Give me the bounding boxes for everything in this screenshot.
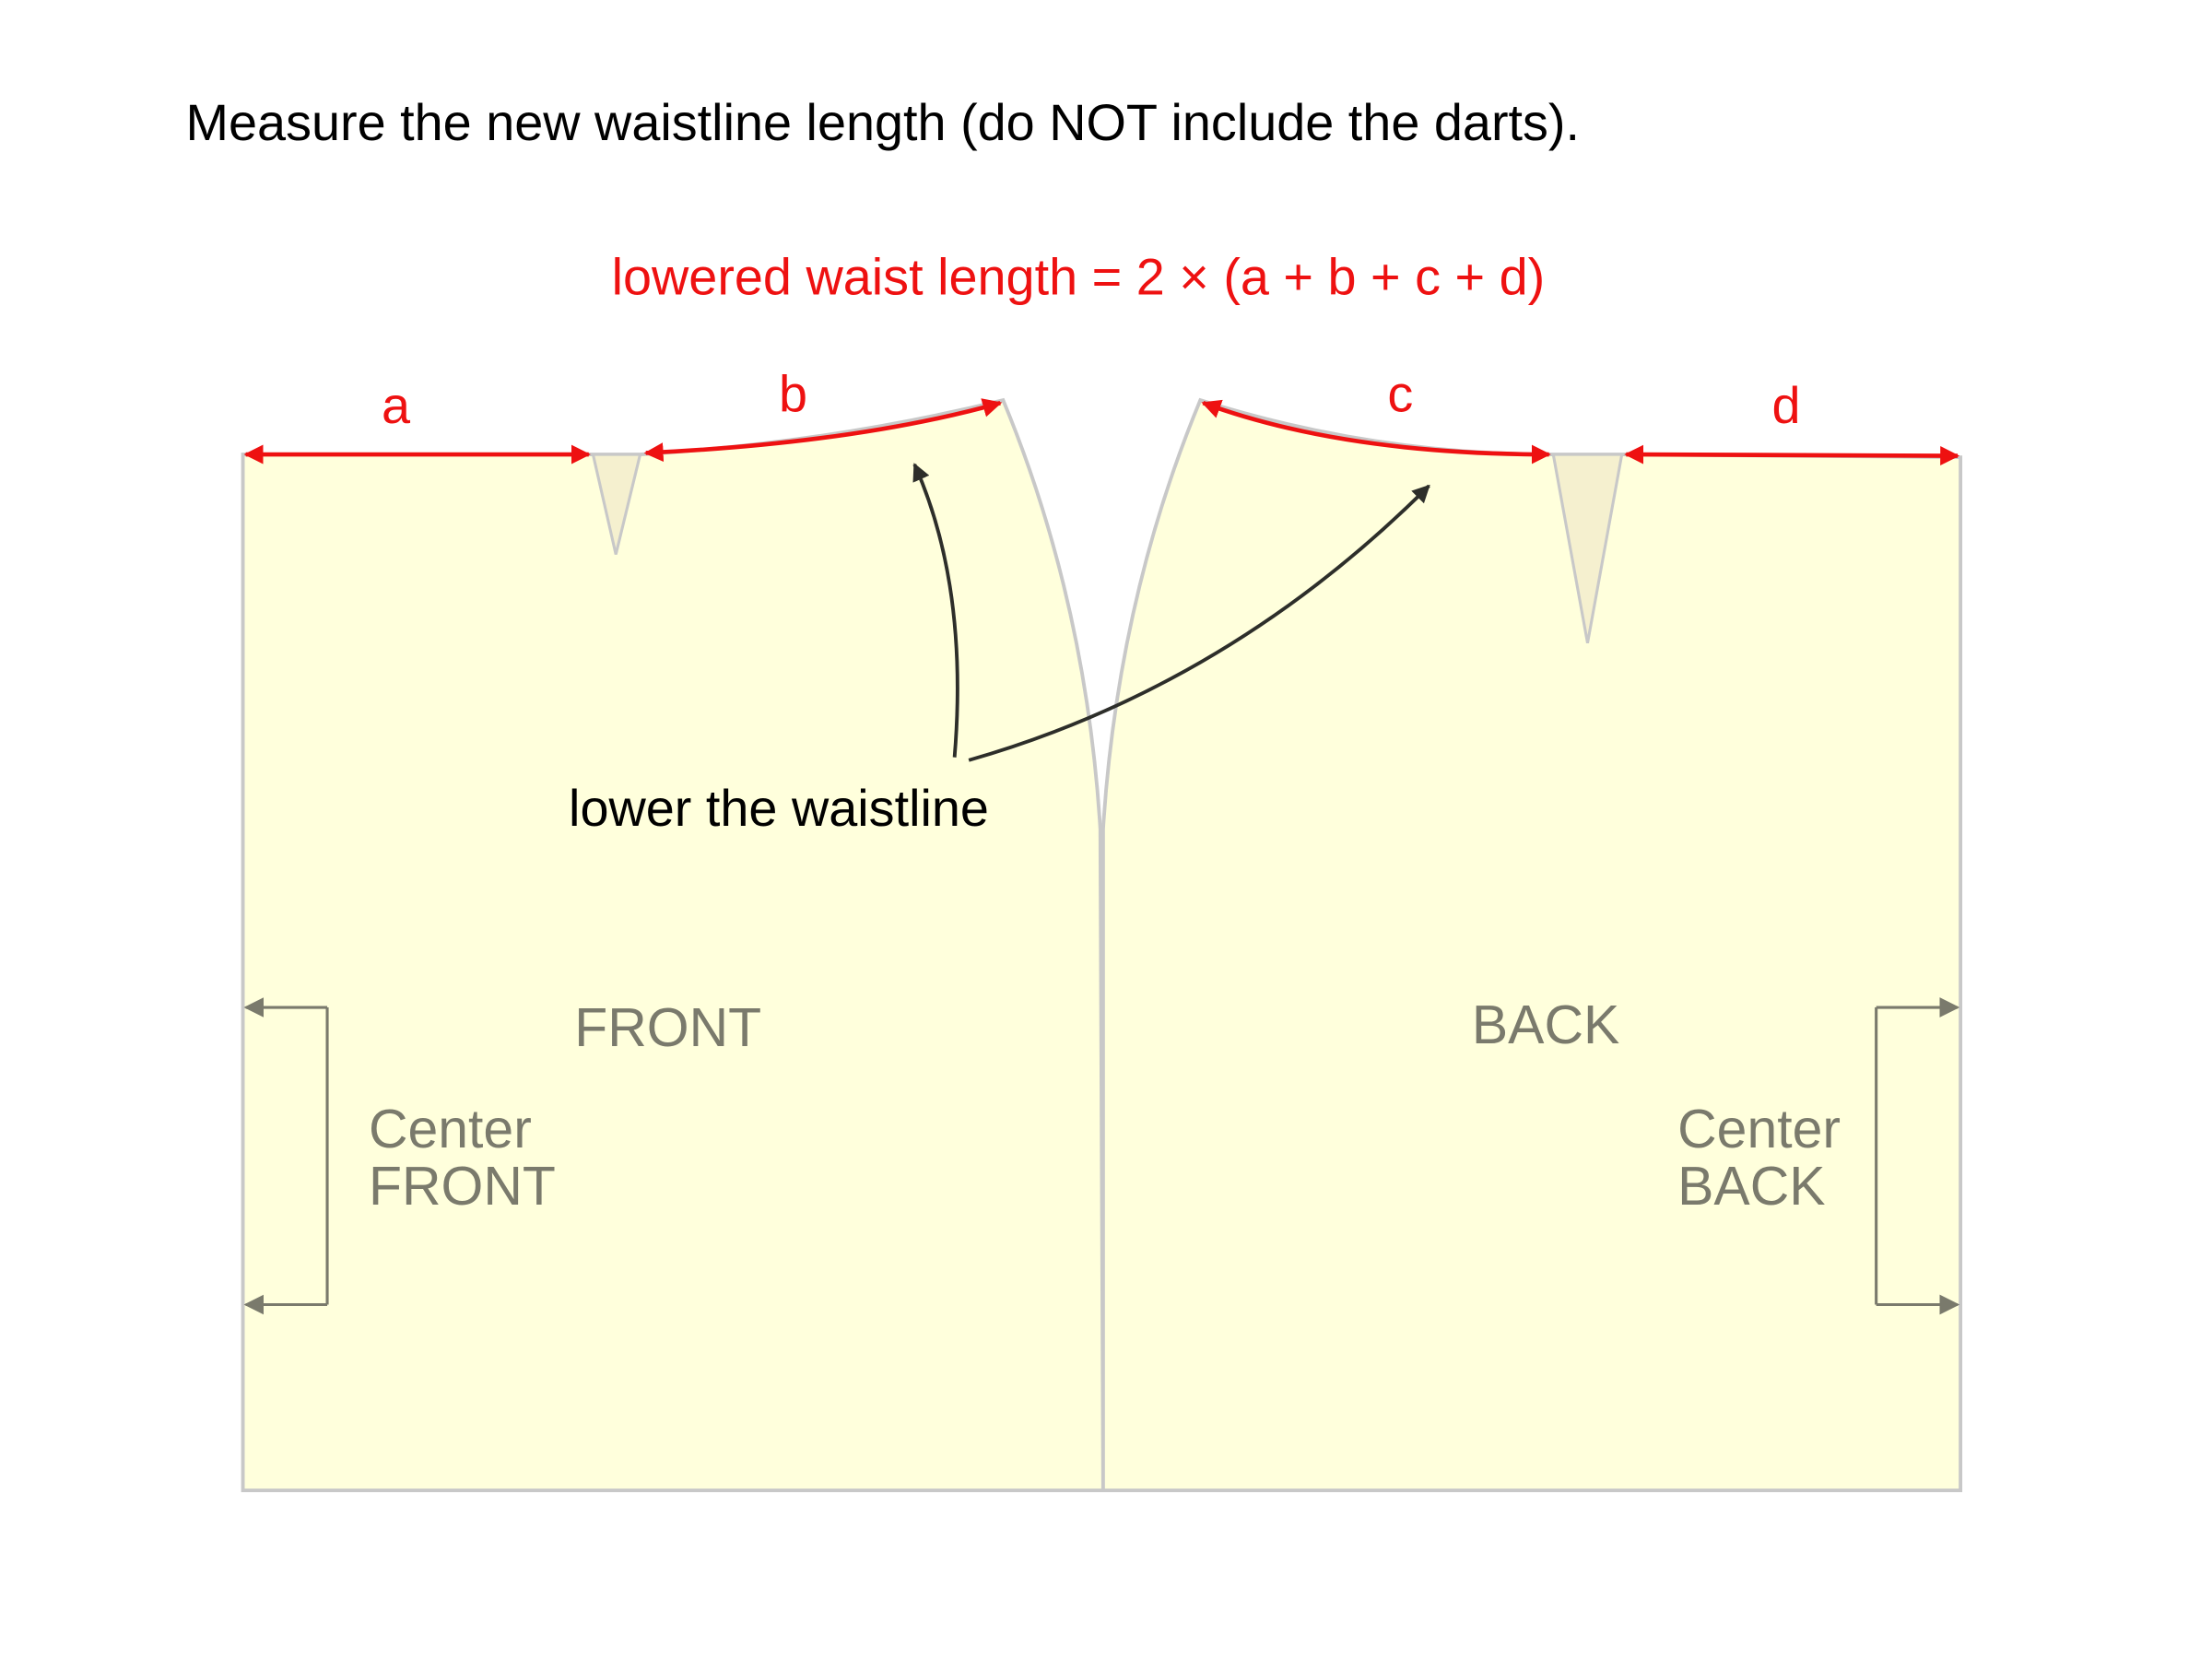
measure-b-arrow	[643, 398, 1003, 463]
center-back-label-line2: BACK	[1677, 1157, 1825, 1217]
segment-label-d: d	[1771, 376, 1800, 434]
measure-c-arrow	[1201, 399, 1551, 465]
segment-label-b: b	[779, 365, 807, 423]
center-back-label-line1: Center	[1677, 1100, 1841, 1159]
front-dart	[591, 453, 642, 555]
front-title: FRONT	[574, 998, 761, 1058]
back-title: BACK	[1472, 995, 1619, 1055]
formula-text: lowered waist length = 2 × (a + b + c + …	[612, 247, 1546, 305]
instruction-text: Measure the new waistline length (do NOT…	[186, 93, 1580, 151]
callout-arrow-back	[968, 484, 1430, 762]
callout-text: lower the waistline	[569, 779, 989, 837]
front-piece	[241, 397, 1105, 1492]
segment-label-c: c	[1387, 365, 1413, 423]
center-front-label-line1: Center	[369, 1100, 532, 1159]
callout-arrow-front	[912, 463, 959, 758]
segment-label-a: a	[382, 376, 411, 434]
back-piece	[1100, 397, 1963, 1492]
back-dart	[1551, 453, 1624, 643]
center-front-label-line2: FRONT	[369, 1157, 556, 1217]
measure-d-arrow	[1624, 444, 1960, 465]
